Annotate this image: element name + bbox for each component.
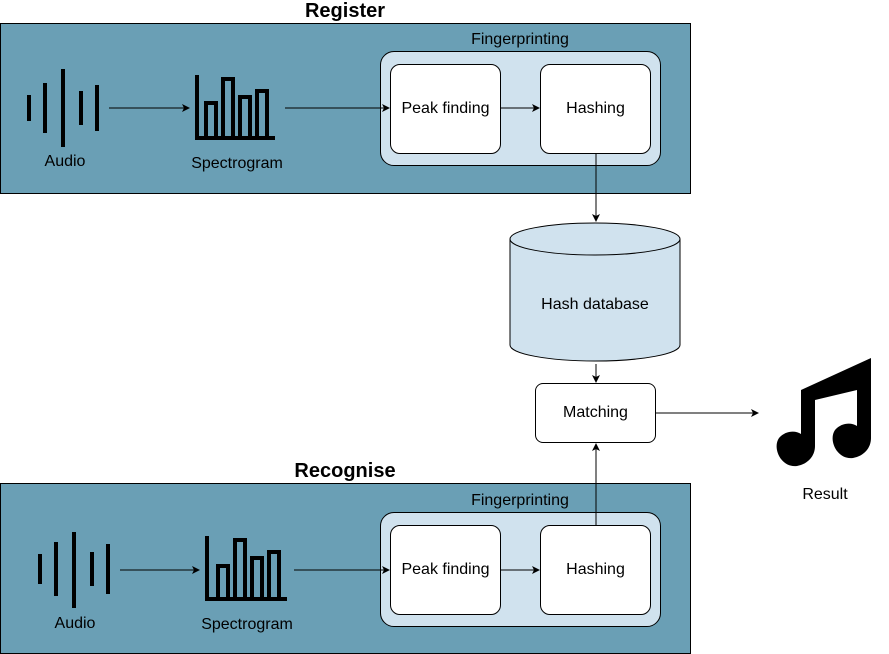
hash-database-label: Hash database xyxy=(541,296,649,313)
register-title: Register xyxy=(304,0,386,22)
spectrogram-icon xyxy=(205,536,287,601)
matching-box: Matching xyxy=(535,383,656,443)
recognise-hashing: Hashing xyxy=(540,525,651,615)
recognise-title: Recognise xyxy=(294,460,396,482)
recognise-fingerprinting-label: Fingerprinting xyxy=(471,492,569,509)
result-label: Result xyxy=(802,486,848,503)
register-fingerprinting-label: Fingerprinting xyxy=(471,31,569,48)
register-peak-finding: Peak finding xyxy=(390,64,501,154)
matching-label: Matching xyxy=(563,404,628,421)
spectrogram-icon xyxy=(195,75,275,140)
audio-waveform-icon xyxy=(27,69,99,147)
register-hashing-label: Hashing xyxy=(566,100,625,117)
recognise-spectrogram-label: Spectrogram xyxy=(201,616,293,633)
register-peak-finding-label: Peak finding xyxy=(401,100,490,117)
recognise-peak-finding: Peak finding xyxy=(390,525,501,615)
register-audio-label: Audio xyxy=(44,153,86,170)
recognise-peak-finding-label: Peak finding xyxy=(401,561,490,578)
register-spectrogram-label: Spectrogram xyxy=(191,155,283,172)
audio-waveform-icon xyxy=(38,532,110,608)
music-note-icon xyxy=(776,358,871,467)
recognise-hashing-label: Hashing xyxy=(566,561,625,578)
register-hashing: Hashing xyxy=(540,64,651,154)
hash-database-cylinder xyxy=(509,222,681,362)
recognise-audio-label: Audio xyxy=(54,615,96,632)
